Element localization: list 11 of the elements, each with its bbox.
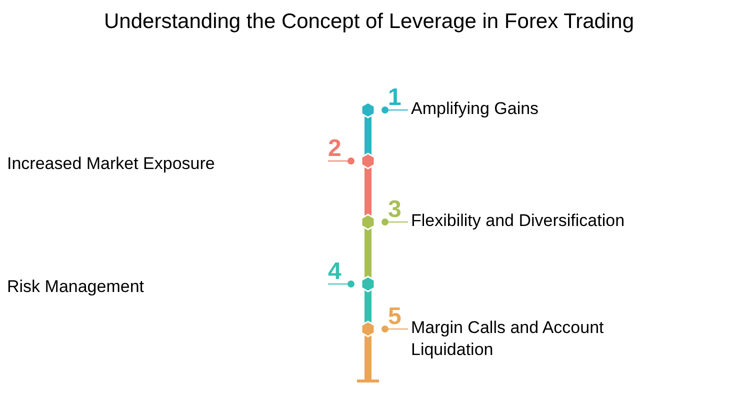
step-label: Risk Management bbox=[7, 276, 307, 298]
step-number: 2 bbox=[328, 137, 342, 161]
step-label: Amplifying Gains bbox=[411, 98, 661, 120]
step-number: 3 bbox=[388, 198, 402, 222]
step-number: 5 bbox=[388, 305, 402, 329]
title: Understanding the Concept of Leverage in Forex Trading bbox=[103, 9, 635, 35]
step-label: Flexibility and Diversification bbox=[411, 210, 661, 232]
step-number: 4 bbox=[328, 260, 342, 284]
step-label: Margin Calls and Account Liquidation bbox=[411, 317, 661, 361]
step-label: Increased Market Exposure bbox=[7, 153, 307, 175]
step-number: 1 bbox=[388, 86, 402, 110]
